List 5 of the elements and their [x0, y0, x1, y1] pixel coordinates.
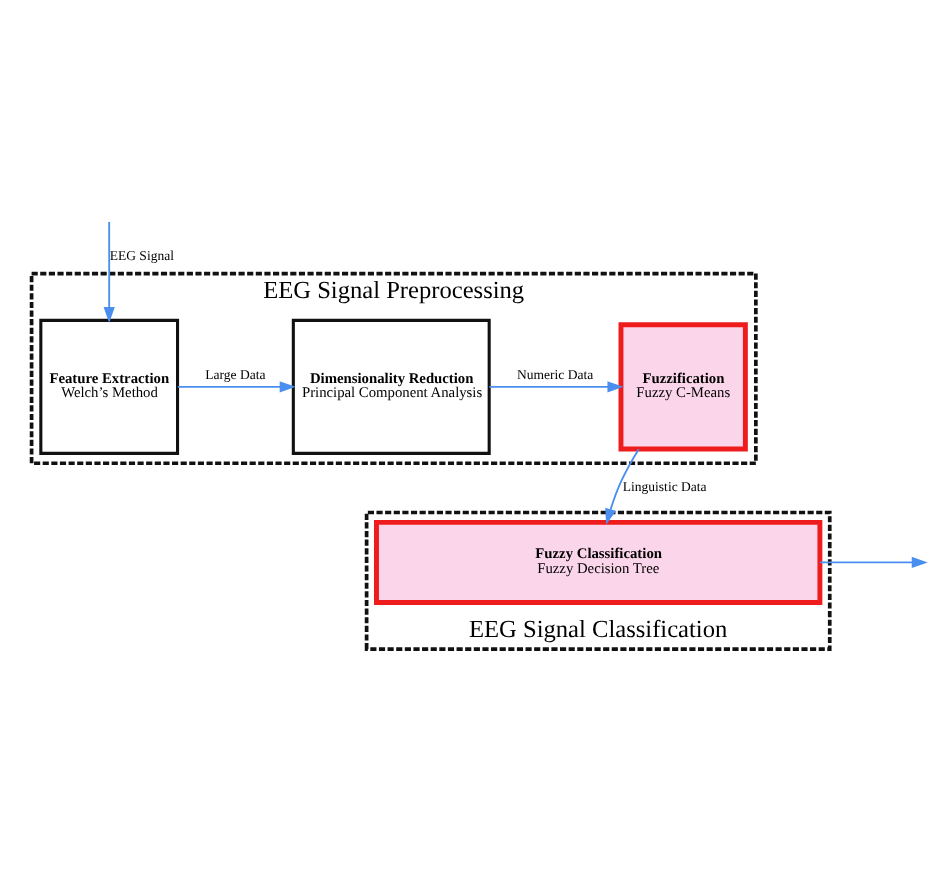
arrow: [103, 220, 115, 322]
arrow: [488, 380, 624, 392]
arrow: [176, 380, 296, 392]
arrow: [819, 555, 928, 567]
arrow: [605, 447, 640, 524]
